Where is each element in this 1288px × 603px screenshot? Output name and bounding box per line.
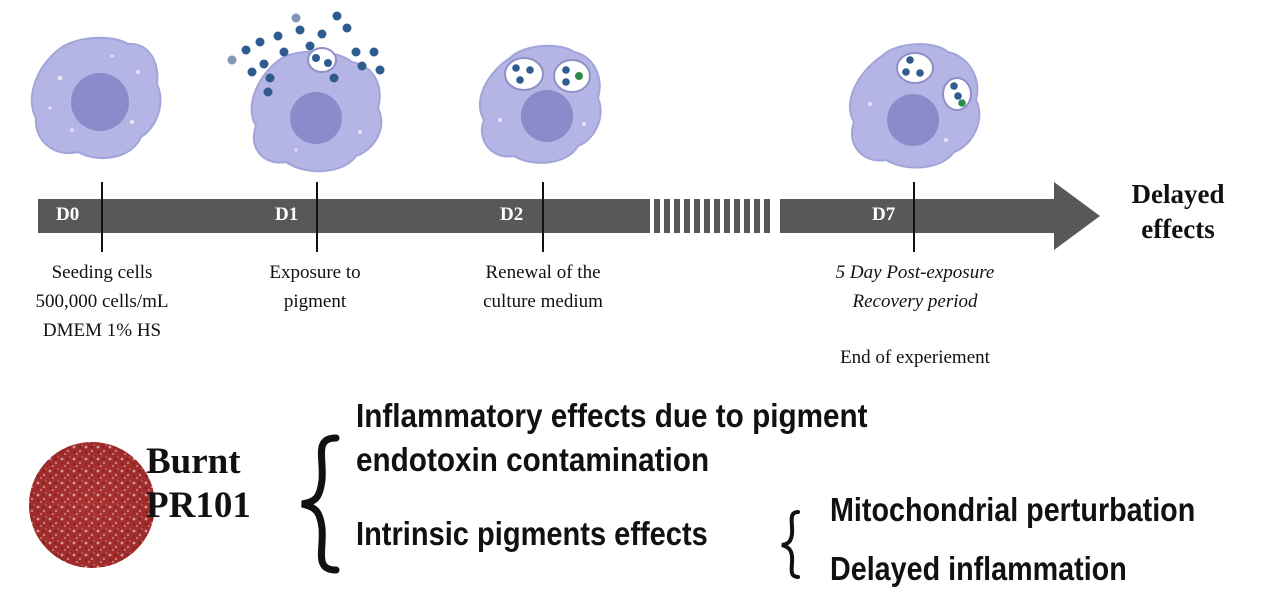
pigment-name: Burnt PR101 xyxy=(146,440,251,528)
caption-d1: Exposure to pigment xyxy=(240,258,390,316)
cell-nucleus xyxy=(521,90,573,142)
phagocytic-vesicle xyxy=(553,59,591,93)
delayed-inflammation: Delayed inflammation xyxy=(830,550,1127,587)
inflammatory-effects-line1: Inflammatory effects due to pigment xyxy=(356,397,868,434)
cell-nucleus xyxy=(71,73,129,131)
caption-d2-line1: Renewal of the xyxy=(485,262,601,283)
caption-d0: Seeding cells 500,000 cells/mL DMEM 1% H… xyxy=(14,258,190,345)
caption-d1-line1: Exposure to xyxy=(269,262,361,283)
day-label-d1: D1 xyxy=(275,204,299,225)
caption-d7: 5 Day Post-exposure Recovery period xyxy=(800,258,1030,316)
intrinsic-effects: Intrinsic pigments effects xyxy=(356,515,708,552)
timeline-break-stripes xyxy=(654,199,770,233)
caption-d2: Renewal of the culture medium xyxy=(455,258,631,316)
phagocytic-vesicle xyxy=(896,52,934,84)
inflammatory-effects-line2: endotoxin contamination xyxy=(356,441,710,478)
phagocytic-vesicle xyxy=(504,57,544,91)
timeline-arrowhead xyxy=(1054,182,1100,250)
caption-d1-line2: pigment xyxy=(283,291,347,312)
day-label-d0: D0 xyxy=(56,204,80,225)
macrophage-cell-d0 xyxy=(30,36,162,160)
large-curly-brace xyxy=(301,434,340,574)
cell-nucleus xyxy=(290,92,342,144)
caption-d7-line2: Recovery period xyxy=(852,291,978,312)
timeline-bar-right xyxy=(780,199,1054,233)
end-of-experiment-note: End of experiement xyxy=(840,347,990,368)
pigment-particles-d1 xyxy=(227,11,385,97)
macrophage-cell-d2 xyxy=(478,44,602,164)
cell-nucleus xyxy=(887,94,939,146)
pigment-name-line2: PR101 xyxy=(146,485,251,526)
caption-d7-line1: 5 Day Post-exposure xyxy=(835,262,995,283)
phagocytic-vesicle xyxy=(307,47,337,73)
day-label-d7: D7 xyxy=(872,204,896,225)
pigment-name-line1: Burnt xyxy=(146,441,241,482)
pigment-swatch xyxy=(29,442,155,568)
macrophage-cell-d7 xyxy=(849,43,981,169)
delayed-effects-line2: effects xyxy=(1141,214,1215,244)
delayed-effects-line1: Delayed xyxy=(1131,179,1225,209)
timeline-arrow xyxy=(38,182,1100,252)
timeline-bar-left xyxy=(38,199,650,233)
caption-d0-line3: DMEM 1% HS xyxy=(42,320,162,341)
macrophage-cell-d1 xyxy=(250,47,383,173)
caption-d2-line2: culture medium xyxy=(483,291,603,312)
caption-d0-line1: Seeding cells xyxy=(51,262,153,283)
day-label-d2: D2 xyxy=(500,204,524,225)
delayed-effects-label: Delayed effects xyxy=(1108,177,1248,247)
small-curly-brace xyxy=(781,510,800,579)
caption-d0-line2: 500,000 cells/mL xyxy=(35,291,169,312)
mitochondrial-perturbation: Mitochondrial perturbation xyxy=(830,491,1196,528)
